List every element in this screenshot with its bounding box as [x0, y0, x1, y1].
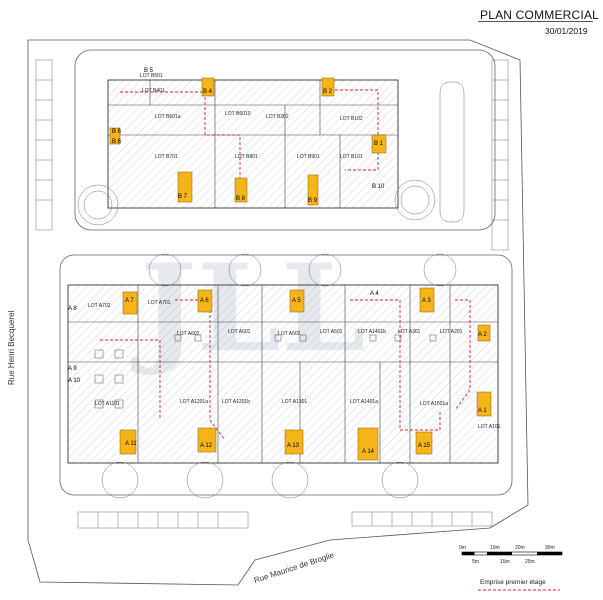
- legend-label: Emprise premier étage: [480, 579, 546, 586]
- cell-tag: A 5: [292, 298, 301, 304]
- cell-tag: B 8: [236, 196, 246, 202]
- cell-tag: A 14: [362, 449, 375, 455]
- parking-bottom: [77, 511, 493, 529]
- lot-label: LOT A1301: [282, 399, 307, 405]
- cell-tags: B 5 B 4 B 2 B 6 B 6 B 1 B 10 B 7 B 8 B 9…: [68, 68, 487, 455]
- stair-blocks: [109, 77, 492, 461]
- lot-label: LOT A301: [398, 329, 421, 335]
- road-left-label: Rue Henri Becquerel: [7, 311, 16, 385]
- building-b: [107, 79, 399, 209]
- lot-label: LOT A502: [278, 331, 301, 337]
- lot-label: LOT A601: [228, 329, 251, 335]
- lot-label: LOT B701: [155, 154, 178, 160]
- cell-tag: A 11: [125, 441, 137, 447]
- scale-tick: 0m: [459, 545, 466, 551]
- cell-tag: B 2: [323, 89, 333, 95]
- lot-label: LOT B401: [142, 88, 165, 94]
- lots-top-labels: LOT B501 LOT B401 LOT B601a LOT B6010 LO…: [140, 73, 363, 160]
- cell-tag: B 9: [308, 198, 318, 204]
- cell-tag: A 10: [68, 378, 81, 384]
- lot-label: LOT A701: [148, 300, 171, 306]
- scale-tick: 10m: [490, 545, 500, 551]
- cell-tag: A 1: [478, 408, 487, 414]
- lot-label: LOT B901: [297, 154, 320, 160]
- cell-tag: A 12: [200, 443, 213, 449]
- scale-tick: 15m: [500, 559, 510, 565]
- lot-label: LOT A1401a: [350, 399, 378, 405]
- lot-label: LOT B601a: [155, 114, 181, 120]
- lot-label: LOT A1501a: [420, 401, 448, 407]
- lot-label: LOT A201: [440, 329, 463, 335]
- cell-tag: B 1: [374, 141, 384, 147]
- scale-tick: 30m: [545, 545, 555, 551]
- parking-right: [439, 59, 509, 251]
- lots-bottom-labels: LOT A702 LOT A701 LOT A602 LOT A601 LOT …: [88, 300, 501, 430]
- watermark-logo: JLL: [131, 238, 366, 379]
- lot-label: LOT A101: [478, 424, 501, 430]
- lot-label: LOT B6010: [225, 111, 251, 117]
- lot-label: LOT A1201b: [222, 399, 250, 405]
- lot-label: LOT B501: [140, 73, 163, 79]
- plan-date: 30/01/2019: [545, 26, 588, 36]
- cell-tag: B 4: [203, 89, 213, 95]
- cell-tag: A 3: [422, 298, 431, 304]
- lot-label: LOT A1101: [95, 401, 120, 407]
- cell-tag: B 10: [372, 184, 385, 190]
- scale-tick: 25m: [525, 559, 535, 565]
- scale-tick: 20m: [515, 545, 525, 551]
- cell-tag: A 2: [478, 332, 487, 338]
- lot-label: LOT A501: [320, 329, 343, 335]
- cell-tag: B 7: [178, 194, 188, 200]
- cell-tag: A 15: [418, 443, 431, 449]
- lot-label: LOT A1401b: [358, 329, 386, 335]
- cell-tag: A 13: [287, 443, 300, 449]
- cell-tag: A 9: [68, 366, 77, 372]
- lot-label: LOT B102: [340, 116, 363, 122]
- legend: Emprise premier étage: [478, 579, 560, 591]
- plan-title: PLAN COMMERCIAL: [480, 8, 600, 22]
- cell-tag: A 6: [200, 298, 209, 304]
- title-underline: [478, 21, 593, 22]
- landscape-circles: [77, 179, 457, 499]
- scale-tick: 5m: [472, 559, 479, 565]
- lot-label: LOT A702: [88, 303, 111, 309]
- site-boundary: [27, 39, 529, 586]
- lot-label: LOT B202: [266, 114, 289, 120]
- cell-tag: A 4: [370, 291, 379, 297]
- cell-tag: A 8: [68, 306, 77, 312]
- lot-label: LOT A602: [177, 331, 200, 337]
- lot-label: LOT B101: [340, 154, 363, 160]
- lot-label: LOT A1201a: [180, 399, 208, 405]
- cell-tag: B 5: [144, 68, 154, 74]
- parking-left: [35, 59, 53, 231]
- lot-label: LOT B801: [235, 154, 258, 160]
- bottom-parcel: [59, 254, 513, 496]
- road-bottom-label: Rue Maurice de Broglie: [253, 550, 336, 585]
- cell-tag: A 7: [125, 298, 134, 304]
- cell-tag: B 6: [112, 129, 122, 135]
- scale-bar: 0m 10m 20m 30m 5m 15m 25m: [459, 545, 563, 565]
- cell-tag: B 6: [112, 139, 122, 145]
